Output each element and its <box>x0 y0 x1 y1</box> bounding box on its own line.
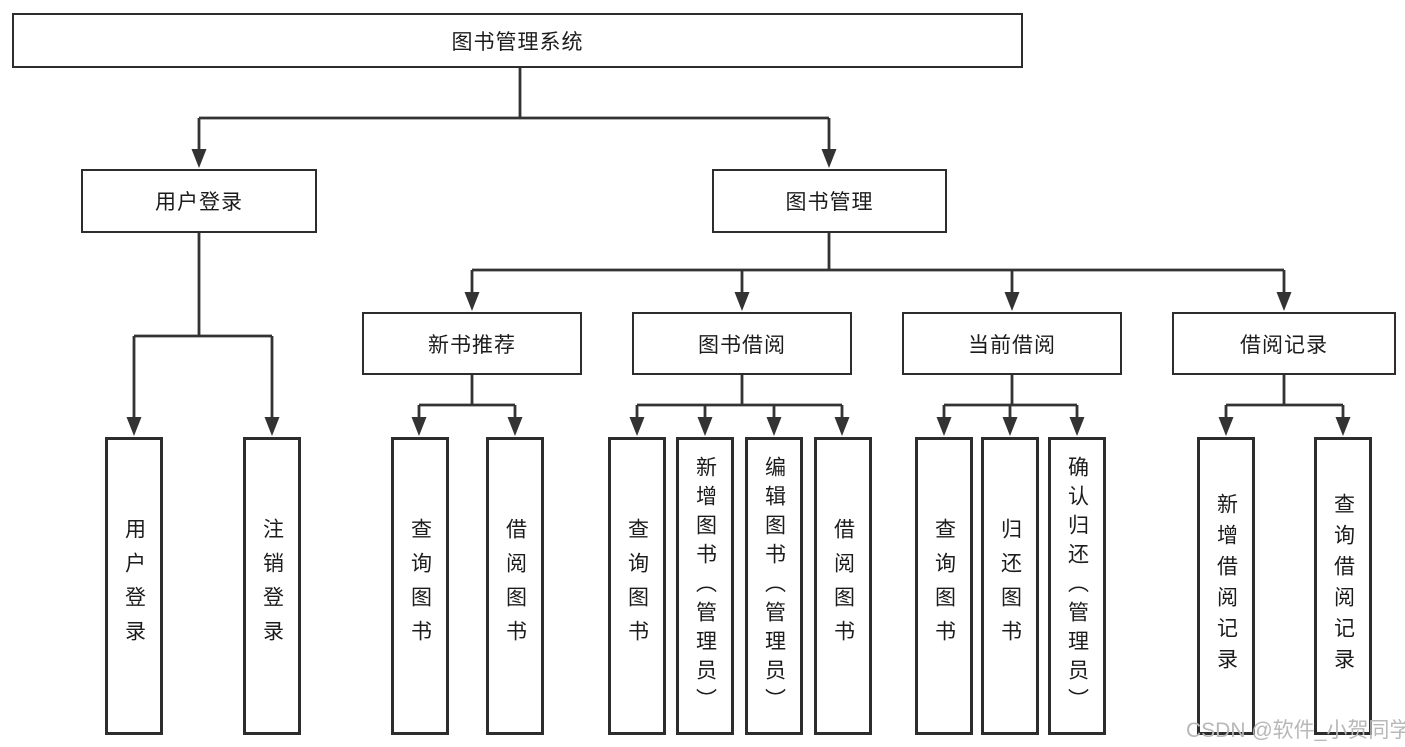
node-book-mgmt: 图书管理 <box>712 169 947 233</box>
node-book-borrow-label: 图书借阅 <box>698 333 786 357</box>
arrow-down-icon <box>766 417 782 436</box>
connector-book-mgmt <box>464 233 1292 311</box>
node-book-borrow: 图书借阅 <box>632 312 852 375</box>
node-current-borrow: 当前借阅 <box>902 312 1122 375</box>
arrow-down-icon <box>411 417 427 436</box>
arrow-down-icon <box>464 292 480 311</box>
leaf-br-query-record: 查询借阅记录 <box>1314 437 1372 735</box>
arrow-down-icon <box>1276 292 1292 311</box>
leaf-nb-borrow-books: 借阅图书 <box>486 437 544 735</box>
arrow-down-icon <box>734 292 750 311</box>
leaf-cb-confirm-return: 确认归还（管理员） <box>1048 437 1106 735</box>
node-user-login: 用户登录 <box>81 169 317 233</box>
leaf-bb-add-books: 新增图书（管理员） <box>676 437 734 735</box>
connector-book-borrow <box>629 375 850 436</box>
connector-root <box>191 67 837 168</box>
leaf-bb-borrow-books: 借阅图书 <box>814 437 872 735</box>
connector-user-login <box>126 233 280 436</box>
arrow-down-icon <box>697 417 713 436</box>
leaf-logout: 注销登录 <box>243 437 301 735</box>
watermark: CSDN @软件_小贺同学 <box>1186 719 1405 742</box>
arrow-down-icon <box>1004 292 1020 311</box>
node-new-books: 新书推荐 <box>362 312 582 375</box>
connector-borrow-records <box>1218 375 1351 436</box>
node-book-mgmt-label: 图书管理 <box>785 191 874 214</box>
leaf-br-query-record-label: 查询借阅记录 <box>1331 493 1355 679</box>
leaf-bb-edit-books-label: 编辑图书（管理员） <box>762 455 786 717</box>
leaf-br-add-record-label: 新增借阅记录 <box>1214 493 1238 679</box>
arrow-down-icon <box>1002 417 1018 436</box>
node-current-borrow-label: 当前借阅 <box>968 333 1056 357</box>
node-root-label: 图书管理系统 <box>451 30 584 54</box>
arrow-down-icon <box>821 149 837 168</box>
leaf-logout-label: 注销登录 <box>260 518 284 654</box>
leaf-bb-borrow-books-label: 借阅图书 <box>831 518 855 654</box>
leaf-bb-query-books: 查询图书 <box>608 437 666 735</box>
connector-new-books <box>411 375 523 436</box>
arrow-down-icon <box>629 417 645 436</box>
arrow-down-icon <box>1335 417 1351 436</box>
leaf-cb-return-books: 归还图书 <box>981 437 1039 735</box>
arrow-down-icon <box>264 417 280 436</box>
leaf-br-add-record: 新增借阅记录 <box>1197 437 1255 735</box>
leaf-bb-edit-books: 编辑图书（管理员） <box>745 437 803 735</box>
leaf-cb-return-books-label: 归还图书 <box>998 518 1022 654</box>
leaf-cb-confirm-return-label: 确认归还（管理员） <box>1065 455 1089 717</box>
arrow-down-icon <box>507 417 523 436</box>
leaf-bb-query-books-label: 查询图书 <box>625 518 649 654</box>
arrow-down-icon <box>1069 417 1085 436</box>
leaf-nb-borrow-books-label: 借阅图书 <box>503 518 527 654</box>
node-new-books-label: 新书推荐 <box>428 333 516 357</box>
node-root: 图书管理系统 <box>12 13 1023 68</box>
leaf-cb-query-books: 查询图书 <box>915 437 973 735</box>
leaf-user-login-label: 用户登录 <box>122 518 146 654</box>
arrow-down-icon <box>1218 417 1234 436</box>
node-borrow-records: 借阅记录 <box>1172 312 1396 375</box>
node-borrow-records-label: 借阅记录 <box>1240 333 1328 357</box>
arrow-down-icon <box>191 149 207 168</box>
connector-current-borrow <box>936 375 1085 436</box>
leaf-bb-add-books-label: 新增图书（管理员） <box>693 455 717 717</box>
arrow-down-icon <box>834 417 850 436</box>
leaf-user-login: 用户登录 <box>105 437 163 735</box>
leaf-nb-query-books-label: 查询图书 <box>408 518 432 654</box>
arrow-down-icon <box>936 417 952 436</box>
leaf-nb-query-books: 查询图书 <box>391 437 449 735</box>
node-user-login-label: 用户登录 <box>155 191 243 214</box>
arrow-down-icon <box>126 417 142 436</box>
leaf-cb-query-books-label: 查询图书 <box>932 518 956 654</box>
